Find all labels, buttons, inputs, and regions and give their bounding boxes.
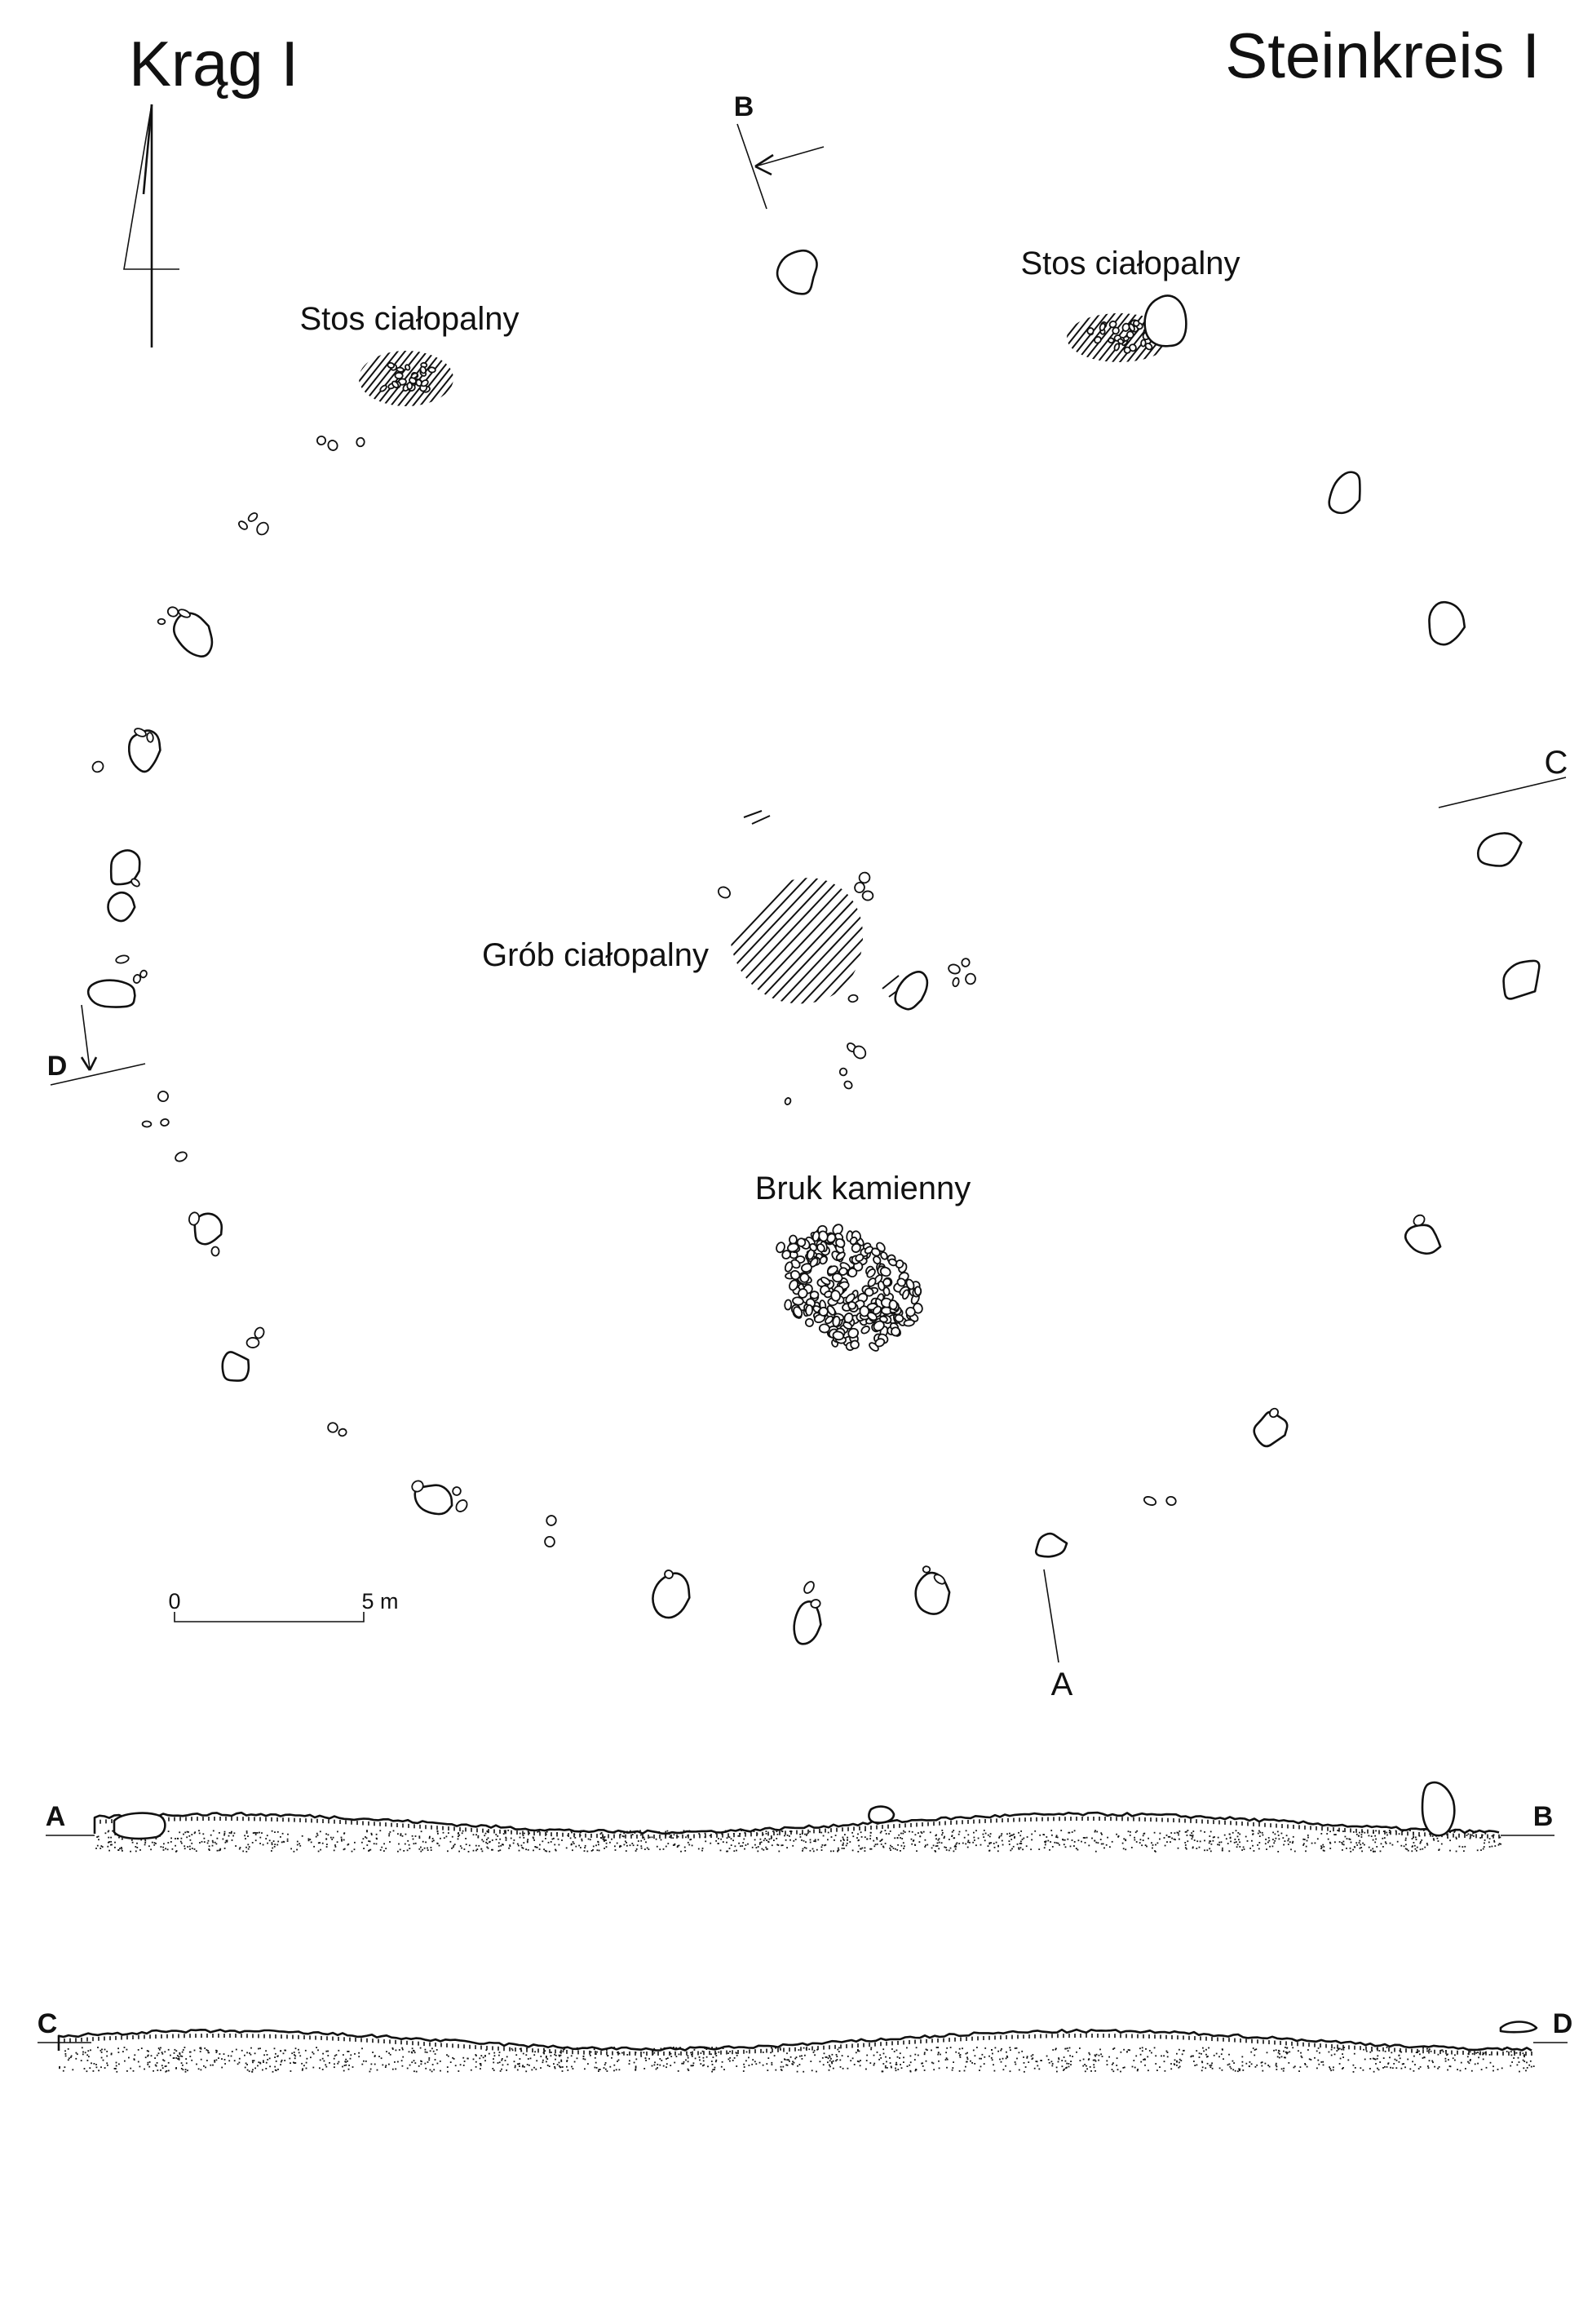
stone-ring: [86, 249, 1541, 1645]
profile-ab-right-label: B: [1533, 1801, 1554, 1832]
scale-end-label: 5 m: [361, 1589, 398, 1614]
profile-ab: A B: [46, 1781, 1554, 1853]
title-polish: Krąg I: [129, 28, 298, 100]
label-cremation-grave: Grób ciałopalny: [482, 937, 709, 973]
label-stone-pavement: Bruk kamienny: [755, 1171, 971, 1206]
cremation-grave: [730, 810, 908, 1004]
section-line-c: C: [1438, 745, 1568, 808]
scale-start-label: 0: [168, 1589, 180, 1614]
section-label-d: D: [47, 1051, 68, 1082]
label-pyre-left: Stos ciałopalny: [299, 301, 519, 337]
profile-cd-left-label: C: [38, 2008, 58, 2039]
title-german: Steinkreis I: [1225, 20, 1540, 91]
profile-cd-right-label: D: [1553, 2008, 1573, 2039]
scale-bar: 0 5 m: [168, 1589, 399, 1622]
north-arrow-icon: [123, 104, 179, 347]
section-line-a: A: [1043, 1569, 1073, 1702]
profile-ab-left-label: A: [46, 1801, 66, 1832]
section-line-b: B: [734, 91, 825, 210]
profile-cd: C D: [38, 2008, 1573, 2073]
section-label-a: A: [1051, 1667, 1073, 1702]
section-label-c: C: [1545, 745, 1568, 781]
section-label-b: B: [734, 91, 754, 122]
pyre-right: [1067, 294, 1187, 362]
pyre-left: [359, 351, 453, 406]
section-line-d: D: [47, 1004, 146, 1086]
stone-pavement: [776, 1224, 923, 1352]
label-pyre-right: Stos ciałopalny: [1020, 246, 1240, 281]
